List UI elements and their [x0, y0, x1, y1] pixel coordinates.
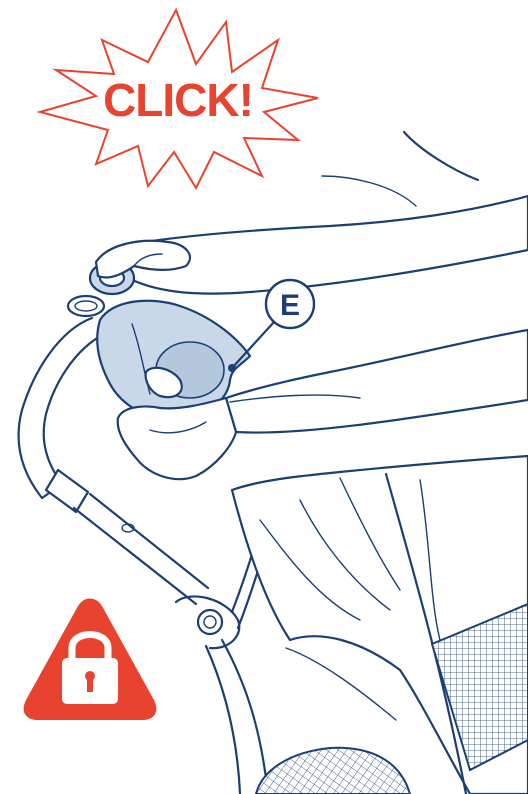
callout-dot	[228, 364, 236, 372]
callout-e: E	[228, 280, 314, 372]
lower-arm	[226, 330, 528, 433]
click-burst: CLICK!	[40, 10, 318, 188]
click-text: CLICK!	[103, 74, 253, 126]
callout-label: E	[280, 289, 300, 322]
mesh-basket	[256, 748, 410, 794]
padlock-warning-icon	[24, 599, 157, 721]
